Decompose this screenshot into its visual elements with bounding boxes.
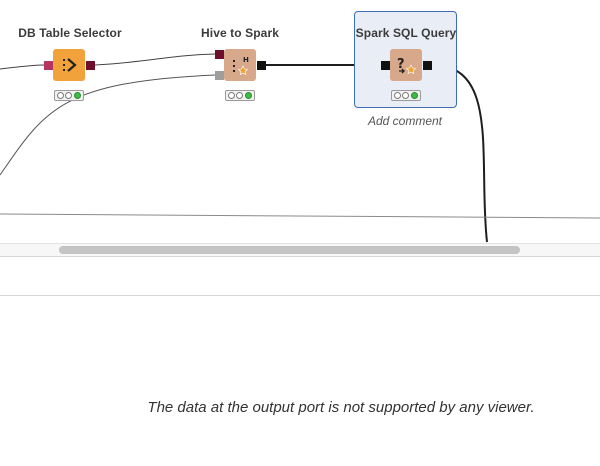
background-line [0, 213, 600, 219]
spark-sql-query-icon[interactable]: ? [390, 49, 422, 81]
status-red-lamp [56, 92, 64, 99]
wire-grey-into-hive-to-spark [0, 74, 216, 176]
no-viewer-message: The data at the output port is not suppo… [147, 399, 535, 416]
scrollbar-thumb[interactable] [59, 246, 520, 254]
db-table-selector-icon[interactable] [53, 49, 85, 81]
wire-db-table-selector-to-hive-to-spark [94, 53, 216, 66]
node-title: Hive to Spark [201, 26, 279, 40]
node-title: Spark SQL Query [355, 26, 457, 40]
svg-text:H: H [243, 56, 249, 64]
status-yellow-lamp [402, 92, 410, 99]
node-status-traffic-light [391, 90, 421, 101]
output-port[interactable] [257, 61, 266, 70]
node-title: DB Table Selector [18, 26, 122, 40]
status-yellow-lamp [65, 92, 73, 99]
status-green-lamp [74, 92, 82, 99]
status-yellow-lamp [236, 92, 244, 99]
node-status-traffic-light [225, 90, 255, 101]
status-red-lamp [393, 92, 401, 99]
input-port-spark-context[interactable] [215, 71, 224, 80]
status-green-lamp [245, 92, 253, 99]
status-red-lamp [227, 92, 235, 99]
workflow-canvas[interactable]: DB Table Selector Hive to Spark [0, 0, 600, 243]
input-port[interactable] [381, 61, 390, 70]
output-port[interactable] [423, 61, 432, 70]
status-green-lamp [411, 92, 419, 99]
panel-divider [0, 295, 600, 296]
wire-left-to-db-table-selector [0, 64, 46, 70]
svg-text:?: ? [397, 57, 405, 72]
node-status-traffic-light [54, 90, 84, 101]
add-comment-label[interactable]: Add comment [367, 114, 443, 128]
horizontal-scrollbar[interactable] [0, 243, 600, 257]
input-port-hive[interactable] [215, 50, 224, 59]
input-port[interactable] [44, 61, 53, 70]
output-port[interactable] [86, 61, 95, 70]
hive-to-spark-icon[interactable]: H [224, 49, 256, 81]
